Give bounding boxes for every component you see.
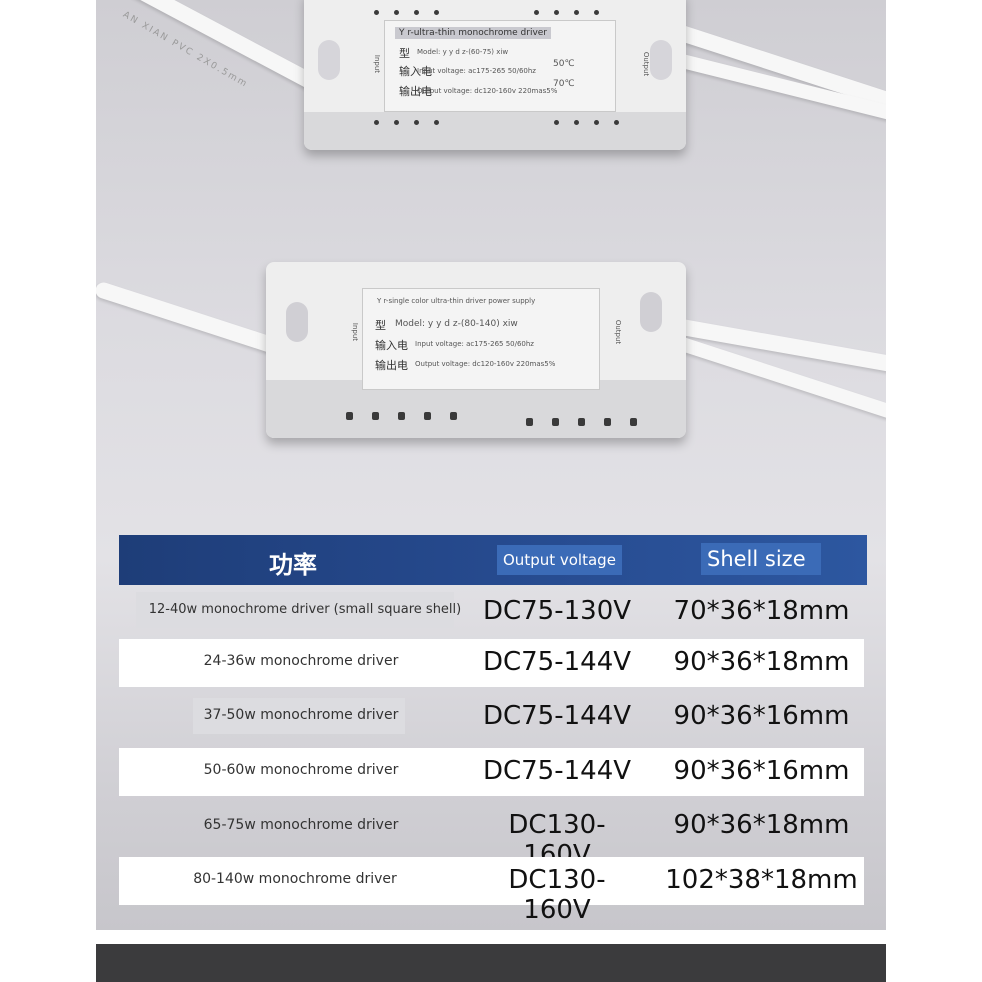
output-cn: 输出电 [399, 85, 432, 98]
driver-top-title: Y r-ultra-thin monochrome driver [395, 27, 552, 39]
output-cn-b: 输出电 [375, 359, 408, 372]
row-voltage: DC75-144V [482, 647, 632, 677]
row-shell: 90*36*16mm [673, 756, 850, 786]
row-name: 37-50w monochrome driver [203, 707, 399, 723]
row-shell: 70*36*18mm [673, 596, 850, 626]
row-name: 24-36w monochrome driver [203, 653, 399, 669]
label-panel-top: Y r-ultra-thin monochrome driver 型 Model… [384, 20, 616, 112]
driver-top-input: Input voltage: ac175-265 50/60hz [417, 67, 536, 75]
mount-notch-right-b [640, 292, 662, 332]
row-name: 50-60w monochrome driver [203, 762, 399, 778]
input-cn: 输入电 [399, 65, 432, 78]
table-row: 24-36w monochrome driver DC75-144V 90*36… [119, 639, 864, 687]
input-cn-b: 输入电 [375, 339, 408, 352]
table-row: 65-75w monochrome driver DC130-160V 90*3… [119, 802, 864, 870]
model-cn-b: 型 [375, 319, 386, 332]
input-label-top: Input [373, 54, 382, 74]
row-voltage: DC75-144V [482, 701, 632, 731]
header-shell-size: Shell size [701, 543, 821, 575]
model-cn: 型 [399, 47, 410, 60]
label-panel-bottom: Y r-single color ultra-thin driver power… [362, 288, 600, 390]
row-shell: 102*38*18mm [665, 865, 858, 895]
table-row: 80-140w monochrome driver DC130-160V 102… [119, 857, 864, 925]
driver-top-model: Model: y y d z-(60-75) xiw [417, 48, 509, 56]
row-shell: 90*36*16mm [673, 701, 850, 731]
driver-top-output: Output voltage: dc120-160v 220mas5% [417, 87, 558, 95]
mount-notch-left [318, 40, 340, 80]
temp-70: 70℃ [553, 79, 575, 89]
table-row: 12-40w monochrome driver (small square s… [119, 588, 864, 636]
driver-top: Y r-ultra-thin monochrome driver 型 Model… [304, 0, 686, 150]
bottom-band [96, 944, 886, 982]
table-header: 功率 Output voltage Shell size [119, 535, 867, 585]
temp-50: 50℃ [553, 59, 575, 69]
row-shell: 90*36*18mm [673, 647, 850, 677]
driver-bottom-model: Model: y y d z-(80-140) xiw [395, 319, 518, 329]
driver-bottom-output: Output voltage: dc120-160v 220mas5% [415, 360, 556, 368]
driver-bottom-input: Input voltage: ac175-265 50/60hz [415, 340, 534, 348]
mount-notch-right [650, 40, 672, 80]
row-name: 80-140w monochrome driver [193, 871, 397, 887]
row-voltage: DC130-160V [508, 865, 606, 925]
output-label-bottom: Output [614, 319, 623, 345]
row-name: 65-75w monochrome driver [203, 817, 399, 833]
row-voltage: DC75-130V [482, 596, 632, 626]
header-output-voltage: Output voltage [497, 545, 622, 575]
input-label-bottom: Input [351, 322, 360, 342]
driver-bottom-title: Y r-single color ultra-thin driver power… [377, 297, 536, 305]
table-row: 50-60w monochrome driver DC75-144V 90*36… [119, 748, 864, 796]
row-voltage: DC75-144V [482, 756, 632, 786]
header-power: 功率 [269, 551, 317, 579]
mount-notch-left-b [286, 302, 308, 342]
table-row: 37-50w monochrome driver DC75-144V 90*36… [119, 692, 864, 740]
row-name: 12-40w monochrome driver (small square s… [148, 602, 462, 617]
row-shell: 90*36*18mm [673, 810, 850, 840]
bottom-left-cable [96, 280, 289, 358]
output-label-top: Output [642, 51, 651, 77]
driver-bottom: Y r-single color ultra-thin driver power… [266, 262, 686, 438]
